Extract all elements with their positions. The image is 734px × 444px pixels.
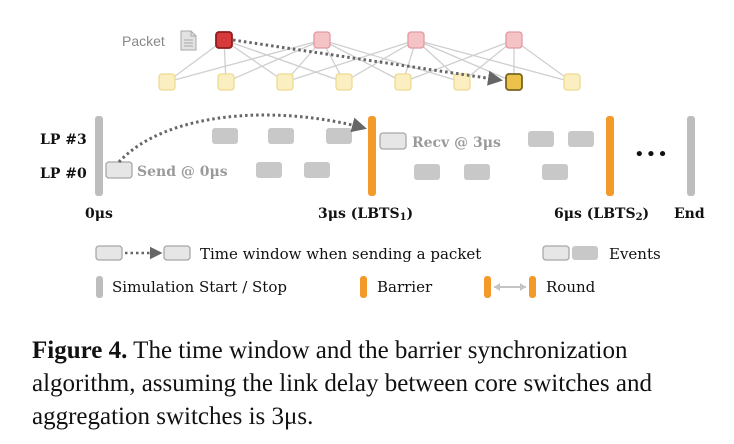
event-block — [528, 131, 554, 147]
packet-label: Packet — [122, 33, 165, 49]
event-block — [464, 164, 490, 180]
send-label: Send @ 0μs — [137, 164, 228, 180]
barrier-bar — [606, 116, 614, 196]
figure-label: Figure 4. — [32, 337, 128, 364]
event-block — [414, 164, 440, 180]
core-switch-selected — [215, 31, 233, 49]
core-switch — [505, 31, 523, 49]
time-label-0: 0μs — [85, 206, 113, 222]
legend-time-window-label: Time window when sending a packet — [200, 245, 481, 263]
lp0-label: LP #0 — [40, 166, 87, 182]
legend-time-window: Time window when sending a packet — [95, 245, 481, 263]
time-label-lbts1: 3μs (LBTS1) — [318, 206, 413, 223]
event-block — [568, 131, 594, 147]
simulation-start-bar — [95, 116, 103, 196]
agg-switch — [217, 73, 235, 91]
simulation-end-bar — [687, 116, 695, 196]
send-window — [105, 161, 133, 179]
ellipsis-indicator: ••• — [634, 144, 669, 165]
agg-switch — [158, 73, 176, 91]
lp3-label: LP #3 — [40, 132, 87, 148]
figure-caption: Figure 4. The time window and the barrie… — [32, 334, 712, 433]
core-switch — [407, 31, 425, 49]
core-switches — [215, 31, 523, 49]
agg-switch-selected — [505, 73, 523, 91]
agg-switch — [563, 73, 581, 91]
event-block — [268, 128, 294, 144]
legend-barrier-label: Barrier — [377, 278, 433, 296]
recv-window — [379, 132, 407, 150]
time-label-end: End — [674, 206, 705, 222]
event-block — [326, 128, 352, 144]
packet-path-arrow — [232, 38, 503, 86]
agg-switch — [394, 73, 412, 91]
event-block — [256, 162, 282, 178]
legend-round: Round — [484, 276, 596, 298]
agg-switch — [335, 73, 353, 91]
caption-text: The time window and the barrier synchron… — [32, 337, 652, 430]
aggregation-switches — [158, 73, 581, 91]
legend-events: Events — [542, 245, 661, 263]
time-label-lbts2: 6μs (LBTS2) — [554, 206, 649, 223]
legend-sim-label: Simulation Start / Stop — [112, 278, 287, 296]
barrier-bar — [368, 116, 376, 196]
legend: Time window when sending a packet Events… — [95, 245, 661, 298]
recv-label: Recv @ 3μs — [412, 135, 501, 151]
lp3-events — [212, 128, 594, 150]
send-to-recv-arrow — [117, 113, 367, 164]
legend-events-label: Events — [609, 245, 661, 263]
event-block — [542, 164, 568, 180]
document-icon — [180, 30, 197, 51]
timeline-figure: Packet LP #3 LP #0 Recv @ 3μs Send @ 0μs… — [40, 30, 705, 298]
event-block — [212, 128, 238, 144]
agg-switch — [276, 73, 294, 91]
legend-barrier: Barrier — [360, 276, 433, 298]
core-switch — [313, 31, 331, 49]
event-block — [304, 162, 330, 178]
legend-round-label: Round — [546, 278, 596, 296]
legend-sim-start-stop: Simulation Start / Stop — [96, 276, 287, 298]
